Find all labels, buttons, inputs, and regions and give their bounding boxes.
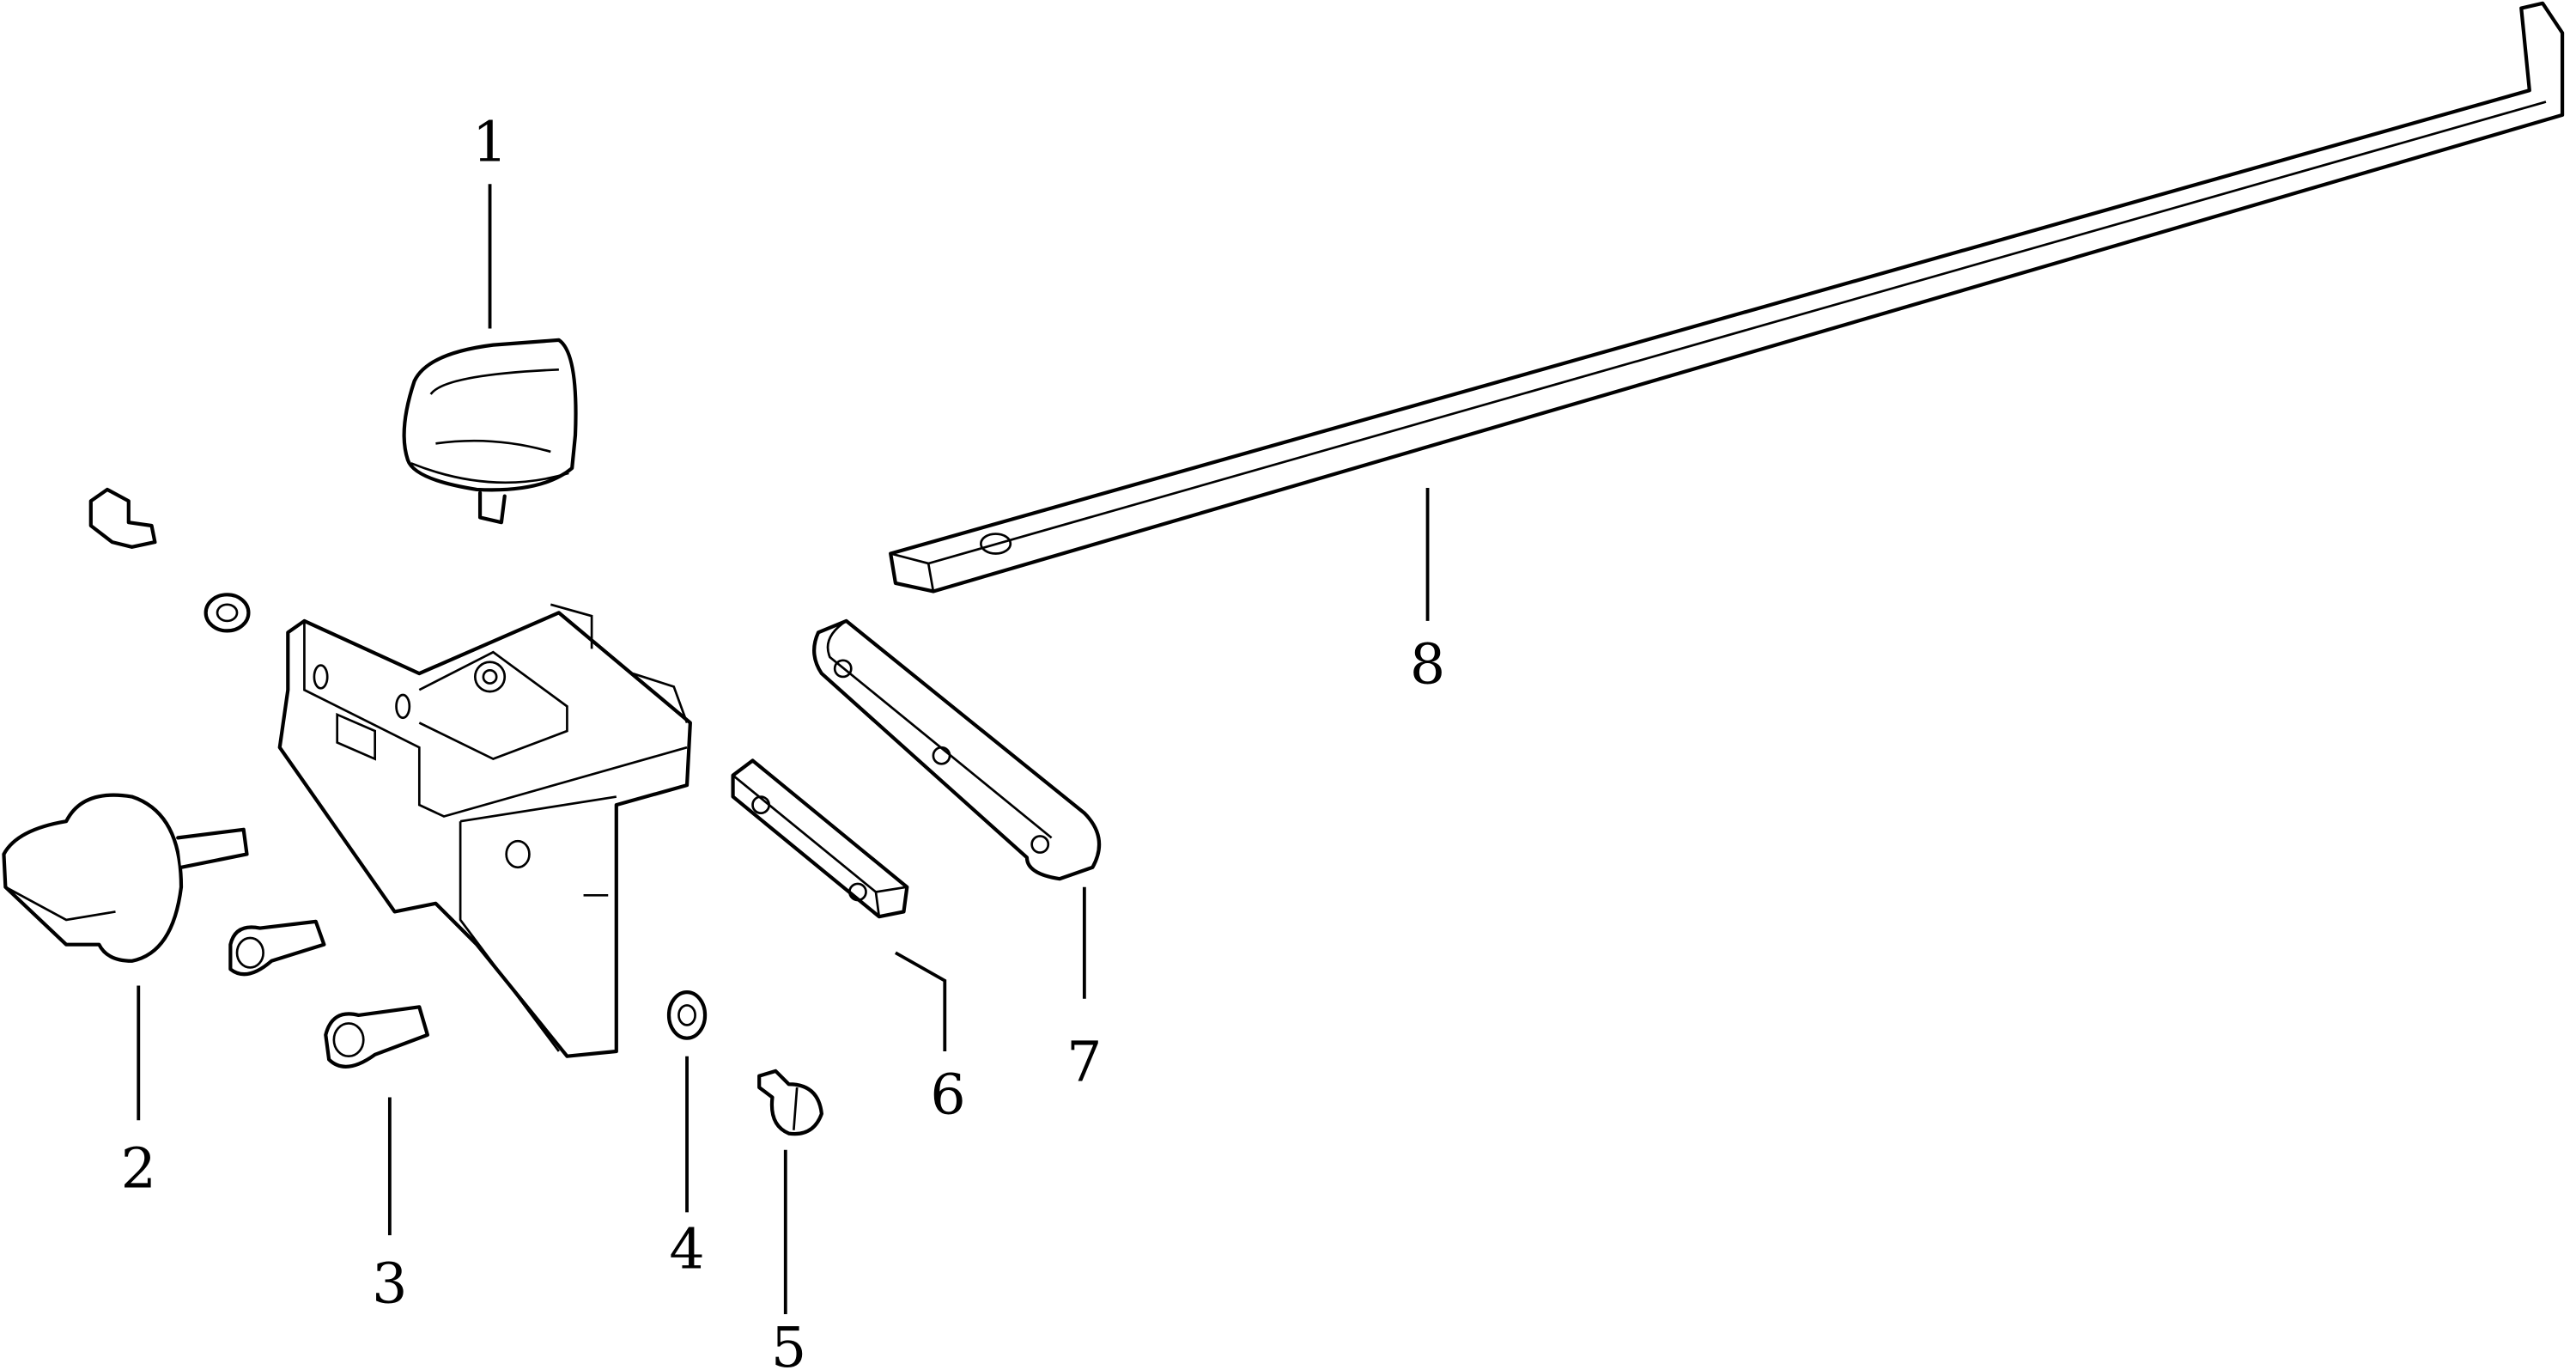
- part-7-link-plate[interactable]: [812, 618, 1102, 881]
- part-5-slotted-screw[interactable]: [757, 1069, 823, 1136]
- part-3-socket-screw[interactable]: [324, 1005, 429, 1069]
- main-bracket[interactable]: [277, 603, 692, 1058]
- part-1-knob[interactable]: [402, 338, 578, 525]
- screw-middle[interactable]: [228, 919, 326, 977]
- washer-upper[interactable]: [204, 593, 251, 633]
- callout-7: 7: [1066, 1030, 1102, 1094]
- callout-2: 2: [121, 1137, 156, 1202]
- leader-6: [894, 951, 947, 1051]
- part-6-short-bar[interactable]: [731, 758, 909, 919]
- callout-8: 8: [1410, 633, 1445, 697]
- callout-5: 5: [771, 1316, 806, 1370]
- screw-top-left[interactable]: [88, 487, 157, 549]
- part-2-wing-knob[interactable]: [2, 793, 249, 963]
- leader-lines: [137, 184, 1430, 1314]
- callout-4: 4: [669, 1217, 704, 1282]
- part-4-washer[interactable]: [666, 990, 708, 1040]
- callout-6: 6: [930, 1063, 965, 1128]
- callout-3: 3: [372, 1252, 407, 1317]
- part-8-long-rail[interactable]: [889, 1, 2565, 594]
- callout-1: 1: [472, 110, 507, 174]
